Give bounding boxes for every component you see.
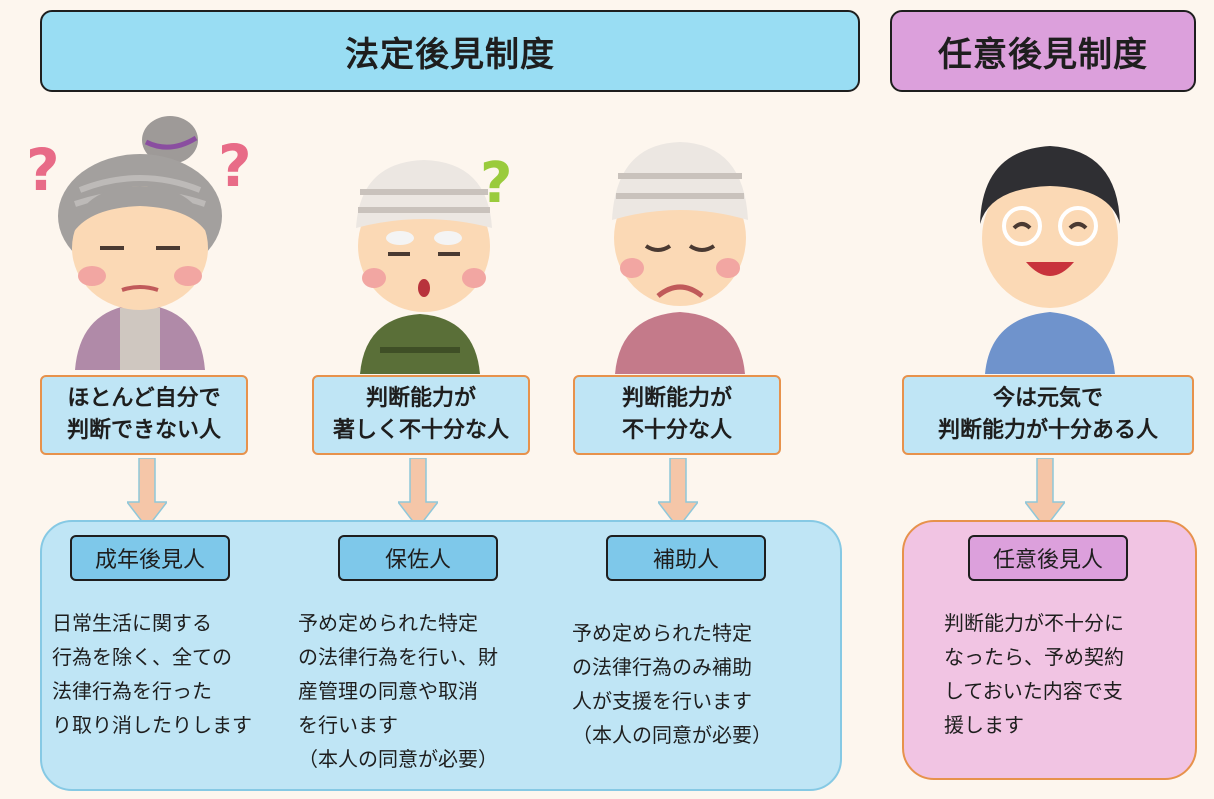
legal-guardianship-header: 法定後見制度: [40, 10, 860, 92]
person-label-3: 判断能力が不十分な人: [573, 375, 781, 455]
voluntary-guardianship-panel: [902, 520, 1197, 780]
svg-text:?: ?: [480, 151, 512, 216]
description-assistant: 予め定められた特定 の法律行為のみ補助 人が支援を行います （本人の同意が必要）: [572, 621, 772, 747]
person-label-4: 今は元気で判断能力が十分ある人: [902, 375, 1194, 455]
person-label-2: 判断能力が著しく不十分な人: [312, 375, 530, 455]
description-curator: 予め定められた特定 の法律行為を行い、財 産管理の同意や取消 を行います （本人…: [298, 611, 498, 771]
role-adult-guardian: 成年後見人: [70, 535, 230, 581]
down-arrow-2: [398, 458, 438, 528]
grandma-worried-illustration: [612, 142, 748, 374]
svg-text:?: ?: [26, 136, 60, 204]
down-arrow-1: [127, 458, 167, 528]
role-voluntary-guardian: 任意後見人: [968, 535, 1128, 581]
description-adult-guardian: 日常生活に関する 行為を除く、全ての 法律行為を行った り取り消したりします: [52, 611, 252, 737]
description-voluntary-guardian: 判断能力が不十分に なったら、予め契約 しておいた内容で支 援します: [944, 611, 1124, 737]
grandma-confused-illustration: ? ?: [26, 116, 252, 370]
voluntary-guardianship-header: 任意後見制度: [890, 10, 1196, 92]
role-assistant: 補助人: [606, 535, 766, 581]
healthy-man-illustration: [980, 146, 1120, 374]
role-curator: 保佐人: [338, 535, 498, 581]
person-label-1: ほとんど自分で判断できない人: [40, 375, 248, 455]
down-arrow-4: [1025, 458, 1065, 528]
grandpa-confused-illustration: ?: [356, 151, 512, 374]
svg-text:?: ?: [218, 132, 252, 200]
down-arrow-3: [658, 458, 698, 528]
